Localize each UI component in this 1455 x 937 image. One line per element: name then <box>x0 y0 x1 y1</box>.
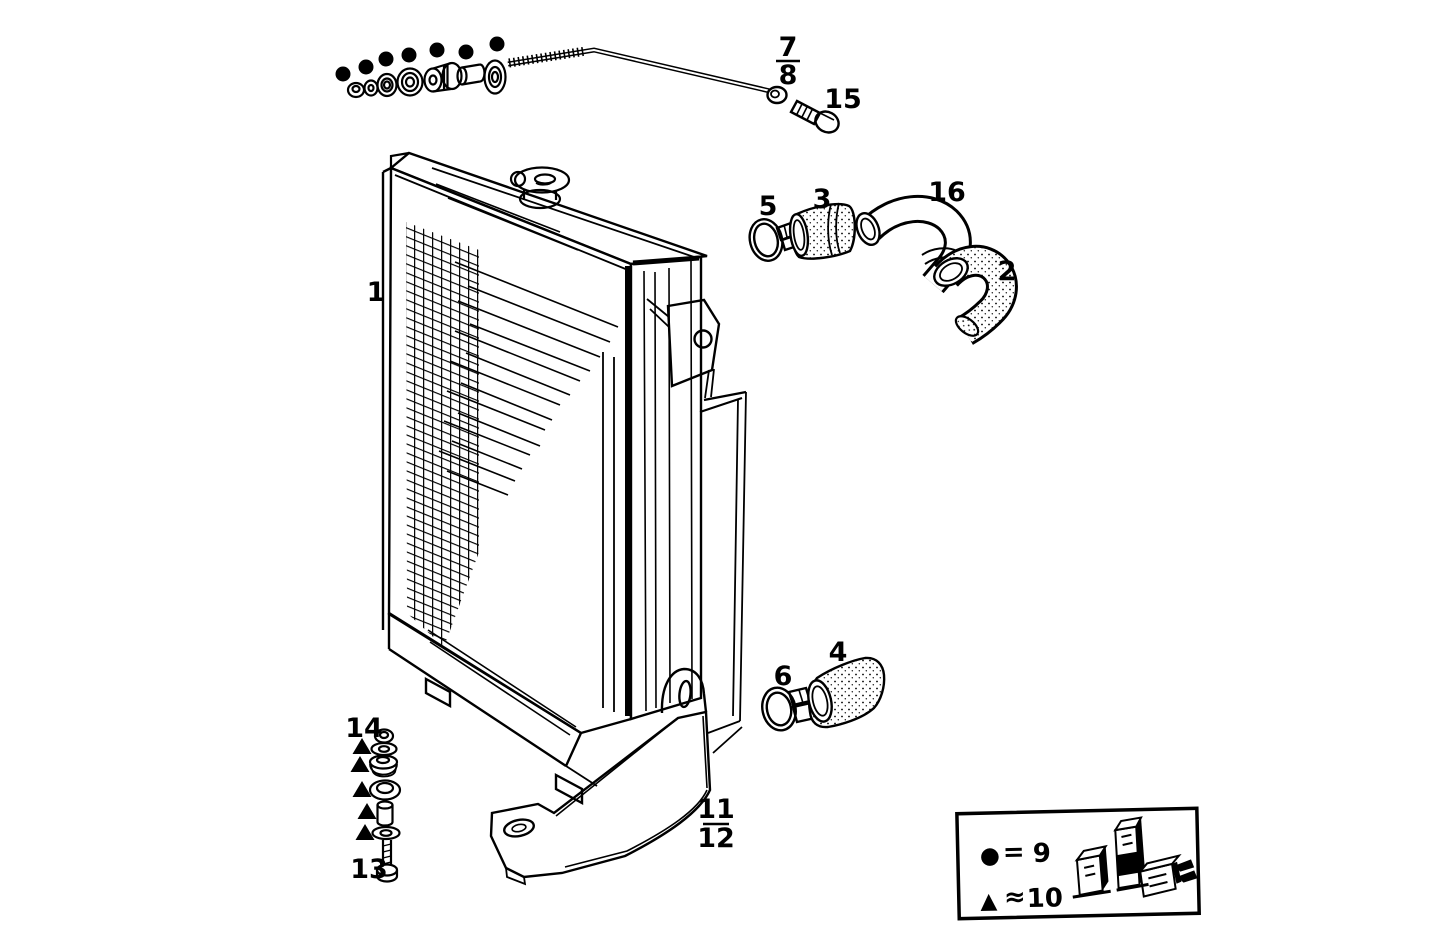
callout-13: 13 <box>350 854 388 885</box>
upper-mount-tab <box>646 298 721 399</box>
core-hatch <box>406 222 479 647</box>
qty-marker-triangle <box>357 803 377 819</box>
qty-marker-dot <box>335 66 351 82</box>
qty-marker-dot <box>378 51 394 67</box>
radiator <box>381 151 721 806</box>
hose-clamp-5 <box>748 218 799 262</box>
callout-16: 16 <box>928 177 966 208</box>
qty-marker-dot <box>401 47 417 63</box>
qty-marker-triangles <box>350 738 377 840</box>
shroud-panel <box>699 390 747 754</box>
qty-marker-triangle <box>352 781 372 797</box>
callout-5: 5 <box>759 191 778 222</box>
cup-washer-lower <box>368 779 402 801</box>
callout-15: 15 <box>824 84 862 115</box>
callout-6: 6 <box>774 661 793 692</box>
legend-dot-value: 9 <box>1032 839 1051 869</box>
rail-foot <box>554 772 584 806</box>
rod-fastener-parts <box>346 59 507 99</box>
legend-box: ● = 9 ▲ ≈ 10 <box>955 806 1201 921</box>
qty-marker-triangle <box>355 824 375 840</box>
spacer-lower <box>376 800 394 827</box>
hardware-kit-boxes <box>1072 816 1198 899</box>
legend-triangle-symbol: ▲ <box>980 889 998 914</box>
callout-8: 8 <box>779 60 798 91</box>
hose-2 <box>933 244 1018 345</box>
legend-dot-equals: = <box>1003 837 1025 867</box>
qty-marker-dot <box>429 42 445 58</box>
retainer-washer <box>483 59 507 95</box>
hose-4 <box>807 656 886 729</box>
cup-washer <box>396 67 424 97</box>
legend-triangle-equals: ≈ <box>1004 882 1026 912</box>
bracket-11-12 <box>489 667 712 886</box>
qty-marker-dot <box>489 36 505 52</box>
mount-hardware-stack <box>350 728 402 883</box>
hose-3 <box>788 202 856 260</box>
qty-marker-triangle <box>352 738 372 754</box>
rail-foot <box>424 676 452 709</box>
qty-marker-dot <box>358 59 374 75</box>
bracket-slot <box>678 679 692 709</box>
bolt-15 <box>789 99 840 134</box>
foot-slot <box>503 818 535 838</box>
stay-rod-assembly <box>335 36 788 105</box>
stay-rod <box>507 46 788 105</box>
mount-washer <box>370 741 398 757</box>
callout-2: 2 <box>998 256 1017 287</box>
filler-cap <box>509 166 571 210</box>
callout-3: 3 <box>813 184 832 215</box>
bottom-rail <box>387 611 598 806</box>
bolt-13 <box>375 840 399 883</box>
callout-1: 1 <box>367 277 386 308</box>
qty-marker-dot <box>458 44 474 60</box>
mount-washer-lower <box>371 825 401 841</box>
rubber-mount <box>368 754 399 778</box>
washer-medium <box>376 72 398 98</box>
qty-marker-triangle <box>350 756 370 772</box>
washer-small <box>363 79 379 97</box>
fin-strokes <box>435 183 619 496</box>
legend-dot-symbol: ● <box>980 843 1001 869</box>
legend-triangle-value: 10 <box>1026 883 1063 914</box>
callout-11: 11 <box>697 794 735 825</box>
callout-7: 7 <box>779 32 798 63</box>
tab-hole <box>693 329 713 349</box>
callout-12: 12 <box>697 823 735 854</box>
rubber-bushing <box>423 61 463 93</box>
callout-4: 4 <box>829 637 848 668</box>
callout-14: 14 <box>345 713 383 744</box>
qty-marker-dots <box>335 36 505 82</box>
